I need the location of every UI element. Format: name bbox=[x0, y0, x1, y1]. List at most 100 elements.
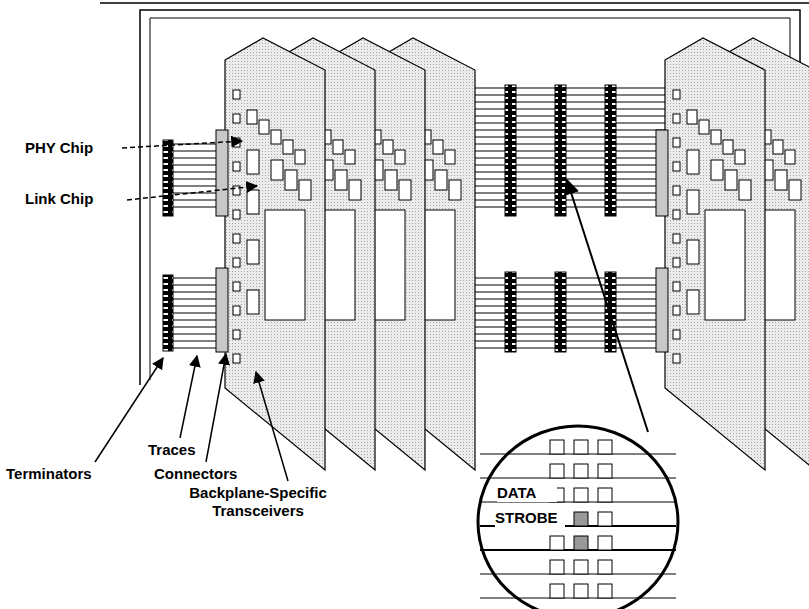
transceiver-chip bbox=[673, 258, 680, 267]
connector-pin bbox=[574, 536, 588, 550]
chip bbox=[711, 130, 721, 144]
magnifier-circle bbox=[478, 426, 678, 609]
part-label: Traces bbox=[148, 441, 208, 459]
transceiver-chip bbox=[673, 234, 680, 243]
connector-pin bbox=[574, 464, 588, 478]
connector-pin bbox=[598, 464, 612, 478]
chip bbox=[247, 290, 259, 314]
chip bbox=[687, 190, 699, 214]
transceiver-chip bbox=[233, 306, 240, 315]
chip bbox=[247, 110, 257, 124]
chip bbox=[785, 150, 795, 164]
connector-pin bbox=[598, 536, 612, 550]
chip bbox=[449, 180, 461, 200]
transceiver-chip bbox=[673, 354, 680, 363]
connector-pin bbox=[574, 584, 588, 598]
connector-pin bbox=[550, 464, 564, 478]
chip bbox=[433, 140, 443, 154]
chip bbox=[711, 160, 723, 180]
connector-pin bbox=[598, 488, 612, 502]
chip bbox=[285, 170, 297, 190]
connector-pin bbox=[598, 584, 612, 598]
chip bbox=[775, 170, 787, 190]
transceiver-chip bbox=[233, 330, 240, 339]
leader-line bbox=[127, 186, 257, 200]
chip bbox=[735, 150, 745, 164]
connector-pin bbox=[574, 560, 588, 574]
bus-connector bbox=[605, 85, 616, 216]
connector-pin bbox=[598, 512, 612, 526]
chip bbox=[699, 120, 709, 134]
transceiver-chip bbox=[673, 114, 680, 123]
chip bbox=[335, 170, 347, 190]
terminator bbox=[163, 275, 173, 351]
chip bbox=[445, 150, 455, 164]
part-label: Terminators bbox=[6, 465, 116, 483]
chip bbox=[345, 150, 355, 164]
transceiver-chip bbox=[233, 234, 240, 243]
chip bbox=[333, 140, 343, 154]
bus-connector bbox=[605, 272, 616, 352]
chip bbox=[723, 140, 733, 154]
card-board bbox=[225, 38, 325, 470]
signal-name: DATA bbox=[497, 484, 557, 502]
transceiver-chip bbox=[673, 210, 680, 219]
connector-pin bbox=[550, 584, 564, 598]
part-label: Link Chip bbox=[25, 190, 125, 208]
leader-line bbox=[180, 356, 197, 438]
chip bbox=[283, 140, 293, 154]
connector-pin bbox=[550, 536, 564, 550]
circuit-card bbox=[656, 38, 765, 470]
chip bbox=[725, 170, 737, 190]
connector-pin bbox=[550, 440, 564, 454]
card-connector bbox=[216, 268, 228, 352]
transceiver-chip bbox=[233, 90, 240, 99]
transceiver-chip bbox=[673, 306, 680, 315]
connector-pin bbox=[574, 512, 588, 526]
chip bbox=[299, 180, 311, 200]
chip bbox=[687, 110, 697, 124]
chip bbox=[395, 150, 405, 164]
chip bbox=[385, 170, 397, 190]
leader-line bbox=[206, 354, 226, 462]
chip bbox=[247, 190, 259, 214]
chip bbox=[259, 120, 269, 134]
magnified-connector bbox=[480, 440, 676, 598]
chip bbox=[739, 180, 751, 200]
chip bbox=[271, 130, 281, 144]
circuit-card bbox=[216, 38, 325, 470]
connector-pin bbox=[598, 560, 612, 574]
connector-pin bbox=[550, 560, 564, 574]
connector-pin bbox=[574, 488, 588, 502]
transceiver-chip bbox=[673, 162, 680, 171]
transceiver-chip bbox=[673, 186, 680, 195]
signal-name: STROBE bbox=[495, 509, 565, 527]
chip bbox=[435, 170, 447, 190]
transceiver-chip bbox=[233, 210, 240, 219]
connector-pin bbox=[574, 440, 588, 454]
transceiver-chip bbox=[233, 258, 240, 267]
transceiver-chip bbox=[233, 354, 240, 363]
card-connector bbox=[656, 130, 668, 216]
terminator bbox=[163, 140, 173, 216]
transceiver-chip bbox=[233, 162, 240, 171]
chip bbox=[687, 240, 699, 264]
transceiver-chip bbox=[673, 138, 680, 147]
transceiver-chip bbox=[233, 138, 240, 147]
part-label: Backplane-Specific Transceivers bbox=[178, 484, 338, 520]
chip bbox=[687, 290, 699, 314]
connector-pin bbox=[598, 440, 612, 454]
bus-connector bbox=[555, 272, 566, 352]
callout-pointer bbox=[567, 180, 648, 432]
chip bbox=[247, 240, 259, 264]
bus-connector bbox=[505, 85, 516, 216]
chip bbox=[383, 140, 393, 154]
transceiver-chip bbox=[233, 282, 240, 291]
card-board bbox=[665, 38, 765, 470]
chip bbox=[271, 160, 283, 180]
bus-connector bbox=[505, 272, 516, 352]
chip bbox=[247, 150, 259, 174]
card-connector bbox=[656, 268, 668, 352]
